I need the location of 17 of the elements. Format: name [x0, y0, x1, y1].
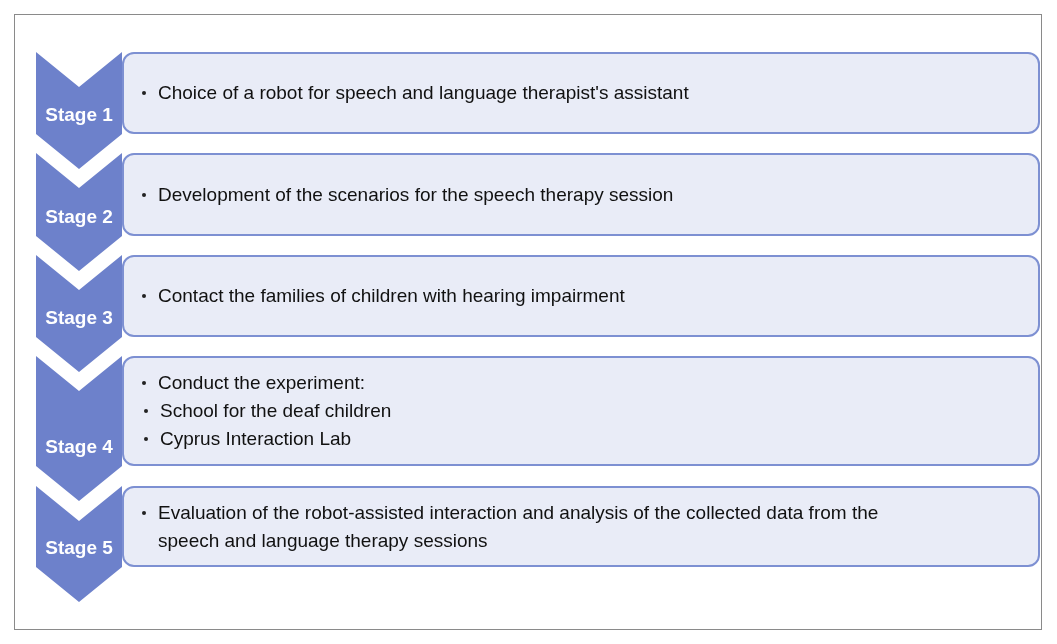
step-text: Evaluation of the robot-assisted interaction and analysis of the collected data from the speech and language therapy sessions: [158, 500, 880, 553]
step-box: [122, 255, 1040, 337]
stage-label: Stage 3: [44, 306, 114, 330]
stage-label: Stage 5: [44, 536, 114, 560]
step-text: Development of the scenarios for the speech therapy session: [158, 182, 674, 207]
step-box: [122, 153, 1040, 236]
step-box: [122, 52, 1040, 134]
step-text: Cyprus Interaction Lab: [160, 427, 352, 451]
stage-label: Stage 2: [44, 205, 114, 229]
step-text: Conduct the experiment:: [158, 371, 365, 395]
step-text: Contact the families of children with hearing impairment: [158, 284, 625, 308]
stage-label: Stage 1: [44, 103, 114, 127]
step-box: [122, 356, 1040, 466]
stage-label: Stage 4: [44, 435, 114, 459]
step-box: [122, 486, 1040, 567]
step-text: School for the deaf children: [160, 399, 392, 423]
step-text: Choice of a robot for speech and language therapist's assistant: [158, 81, 689, 105]
